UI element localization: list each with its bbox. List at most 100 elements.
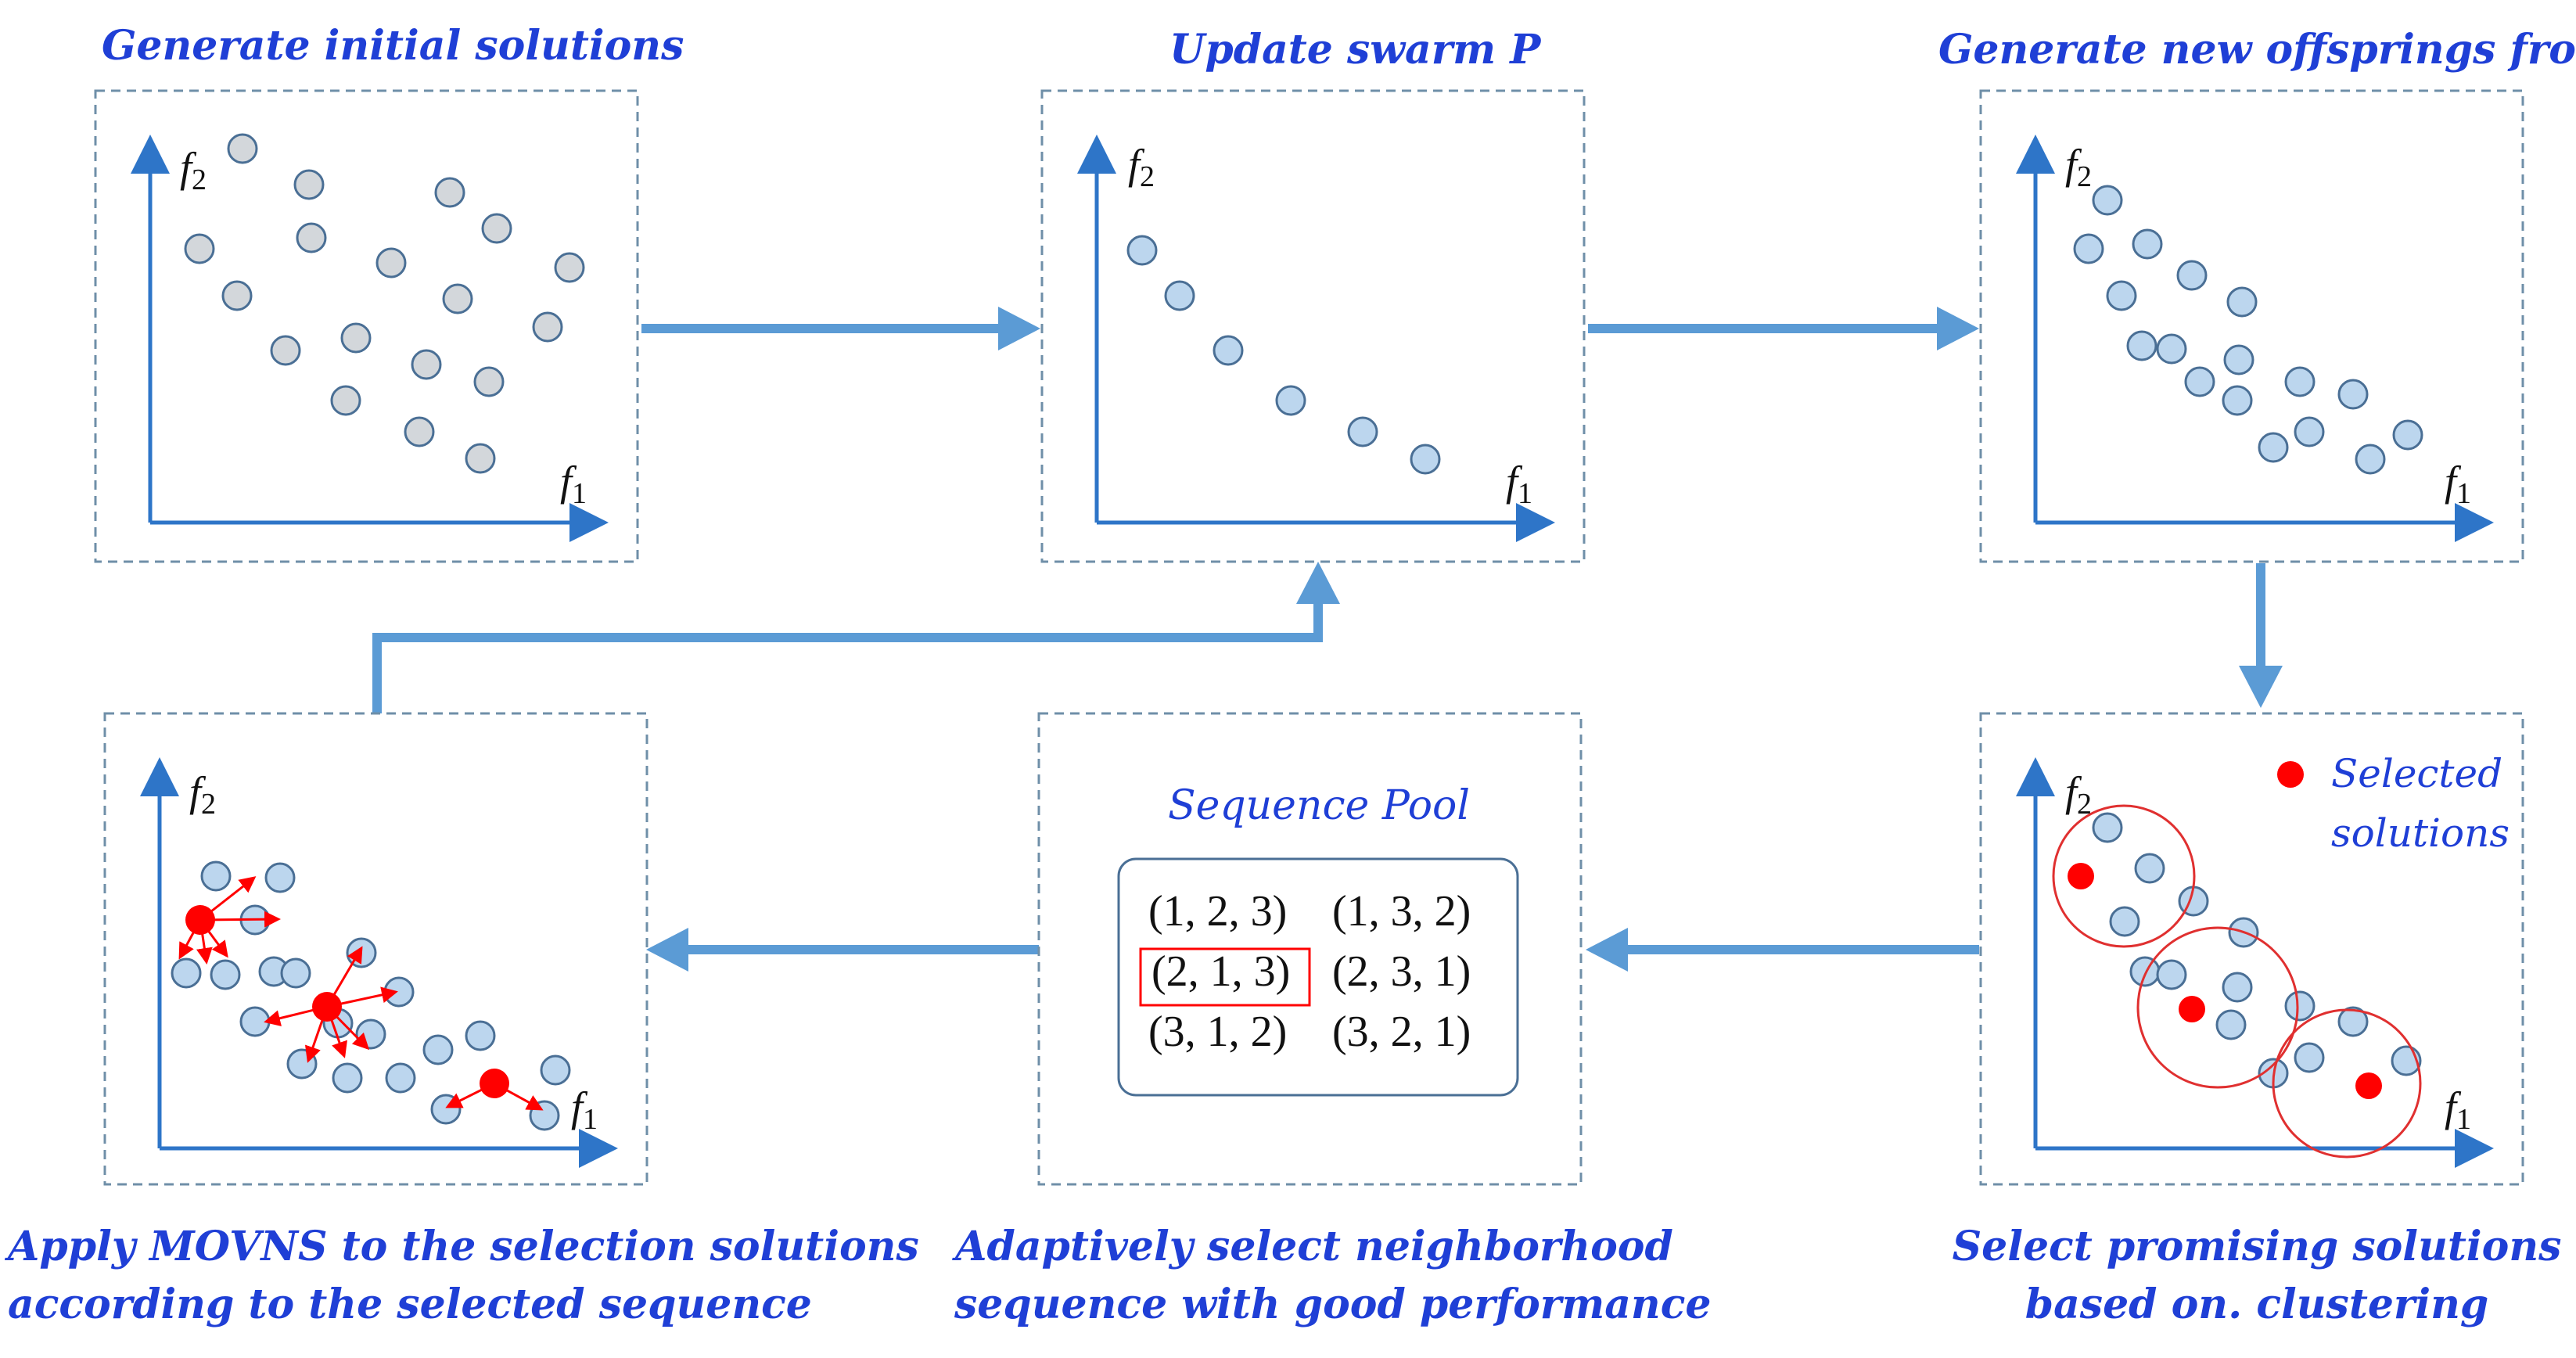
caption-apply-movns: Apply MOVNS to the selection solutions a… — [8, 1218, 919, 1334]
solution-point — [434, 177, 465, 208]
selected-solution-point — [480, 1069, 509, 1098]
solution-point — [442, 283, 473, 314]
solution-point — [296, 222, 327, 253]
solution-point — [200, 860, 232, 892]
legend-selected-marker — [2277, 761, 2304, 788]
caption-apply-movns-line2: according to the selected sequence — [8, 1281, 812, 1328]
panel-border — [1979, 712, 2524, 1186]
y-axis-label: f2 — [180, 144, 207, 196]
selected-solution-point — [2179, 996, 2205, 1022]
solution-point — [465, 1020, 496, 1051]
solution-point — [171, 957, 202, 989]
movns-neighborhood-group — [178, 876, 544, 1111]
selected-solution-point — [2068, 863, 2094, 889]
caption-select-promising-line2: based on. clustering — [2025, 1281, 2489, 1328]
solution-point — [270, 335, 301, 366]
caption-adaptive-select-line1: Adaptively select neighborhood — [955, 1223, 1673, 1270]
solution-point — [2223, 344, 2254, 375]
solution-point — [2092, 185, 2123, 216]
solution-point — [293, 169, 325, 200]
y-axis-label: f2 — [2065, 768, 2092, 821]
x-axis-label-sub: 1 — [2456, 477, 2471, 510]
solution-point — [330, 385, 361, 416]
solution-point — [2156, 333, 2187, 365]
solution-point — [227, 133, 258, 164]
solution-point — [2126, 330, 2157, 361]
selected-solution-point — [312, 992, 342, 1022]
caption-update-swarm: Update swarm P — [1169, 26, 1541, 74]
legend-label-line2: solutions — [2331, 810, 2510, 856]
solution-point — [2134, 853, 2165, 884]
legend-label-line1: Selected — [2331, 751, 2502, 796]
solution-point — [1347, 416, 1378, 447]
selected-solution-point — [2355, 1072, 2382, 1099]
sequence-pool-title: Sequence Pool — [1168, 782, 1470, 829]
y-axis-label-sub: 2 — [192, 163, 207, 196]
panel-border — [103, 712, 648, 1186]
solution-point — [340, 322, 372, 354]
solution-point — [1213, 335, 1244, 366]
x-axis-label: f1 — [1506, 458, 1532, 510]
solution-point — [2294, 1042, 2325, 1073]
flow-arrowhead-pool-to-movns — [646, 928, 688, 972]
solution-point — [1164, 280, 1195, 311]
solution-point — [2337, 379, 2369, 410]
solution-point — [481, 213, 512, 244]
solution-point — [2176, 260, 2208, 291]
flow-arrows — [372, 307, 2283, 972]
solution-point — [332, 1062, 363, 1094]
solution-point — [385, 1062, 416, 1094]
solution-point — [1410, 444, 1441, 475]
solution-point — [2222, 385, 2253, 416]
solution-point — [2129, 956, 2161, 987]
solution-point — [1275, 385, 1306, 416]
panel-border — [1979, 89, 2524, 563]
panel-update: f2 f1 — [1040, 89, 1586, 563]
solution-point — [286, 1048, 318, 1080]
solution-point — [2337, 1006, 2369, 1037]
cluster-circle — [2052, 804, 2196, 948]
cluster-circle — [2136, 926, 2299, 1089]
solution-point — [383, 976, 415, 1008]
caption-adaptive-select: Adaptively select neighborhood sequence … — [954, 1218, 1711, 1334]
solution-point — [184, 233, 215, 264]
sequence-item: (3, 1, 2) — [1148, 1008, 1288, 1056]
solution-point — [2294, 416, 2325, 447]
sequence-item: (1, 2, 3) — [1148, 887, 1288, 936]
y-axis-label: f2 — [1128, 141, 1155, 193]
solution-point — [2106, 280, 2137, 311]
flow-arrowhead-initial-to-update — [998, 307, 1040, 350]
solution-point — [430, 1094, 462, 1125]
x-axis-label-sub: 1 — [2456, 1103, 2471, 1136]
highlighted-sequence-frame — [1139, 947, 1311, 1007]
solution-point — [422, 1034, 454, 1065]
solution-point — [532, 311, 563, 343]
caption-select-promising-line1: Select promising solutions — [1952, 1223, 2562, 1270]
selected-solution-point — [185, 905, 215, 935]
solution-point — [404, 416, 435, 447]
caption-select-promising: Select promising solutions based on. clu… — [1913, 1218, 2576, 1334]
cluster-circle — [2272, 1008, 2422, 1159]
panel-border — [1040, 89, 1586, 563]
flow-arrowhead-movns-to-update — [1296, 562, 1340, 604]
solution-point — [2073, 233, 2104, 264]
sequence-item: (2, 3, 1) — [1332, 947, 1471, 996]
solution-point — [2392, 419, 2423, 451]
solution-point — [2109, 906, 2140, 937]
solution-point — [554, 252, 585, 283]
solution-point — [465, 443, 496, 474]
solution-point — [1126, 235, 1158, 266]
solution-point — [239, 1006, 271, 1037]
panel-border — [1037, 712, 1583, 1186]
solution-point — [2092, 812, 2123, 843]
sequence-pool-box — [1117, 857, 1519, 1097]
flow-arrowhead-offspring-to-select — [2239, 666, 2283, 708]
sequence-item: (3, 2, 1) — [1332, 1008, 1471, 1056]
solution-point — [540, 1054, 571, 1086]
x-axis-label: f1 — [571, 1083, 598, 1136]
